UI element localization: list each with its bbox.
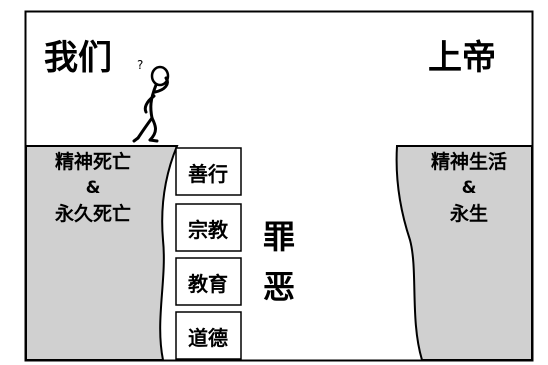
right-cliff [395,145,533,361]
right-cliff-line2: & [461,178,477,198]
chasm-text-sin: 罪 [263,218,296,256]
left-cliff-line3: 永久死亡 [54,203,131,225]
left-cliff-line2: & [85,178,101,198]
bridge-block [175,203,242,252]
block-label-education: 教育 [188,272,228,296]
right-cliff-line3: 永生 [449,203,488,225]
us-title: 我们 [44,38,112,78]
block-label-religion: 宗教 [188,218,228,242]
chasm-text-evil: 恶 [263,268,296,306]
question-mark: ? [137,58,144,72]
thinking-person-icon [132,65,170,143]
left-cliff-line1: 精神死亡 [54,151,131,173]
right-cliff-line1: 精神生活 [430,151,507,173]
bridge-block [175,147,242,196]
left-cliff [25,145,179,361]
bridge-block [175,257,242,306]
bridge-block [175,311,242,360]
block-label-morality: 道德 [188,326,228,350]
god-title: 上帝 [428,38,496,78]
block-label-good-deeds: 善行 [188,162,228,186]
